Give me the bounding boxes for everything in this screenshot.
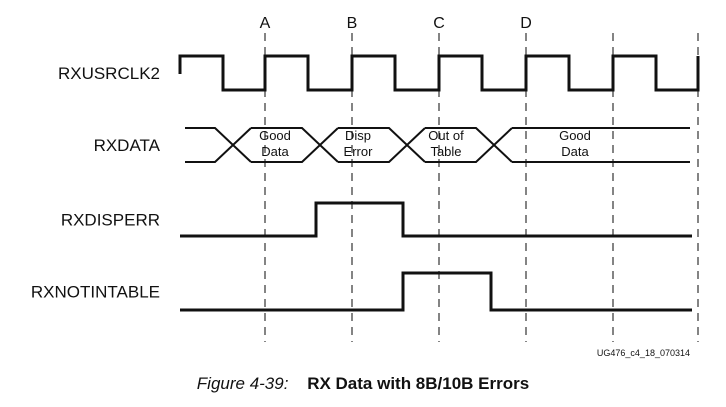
marker-a: A [260,15,271,32]
pulse-rxnotintable [180,271,692,312]
figure-caption: Figure 4-39: RX Data with 8B/10B Errors [0,374,726,394]
bus-segment-4 [512,127,690,163]
figure-id: UG476_c4_18_070314 [597,348,690,358]
pulse-rxdisperr [180,201,692,238]
clock-waveform [178,54,700,92]
bus-text-4-1: Good [559,128,591,143]
bus-segment-3 [425,127,513,163]
marker-labels: A B C D [260,15,532,32]
bus-text-3-1: Out of [428,128,464,143]
marker-d: D [520,15,532,32]
bus-text-2-2: Error [344,144,374,159]
bus-segment-2 [338,127,426,163]
bus-stub [185,127,252,163]
caption-title: RX Data with 8B/10B Errors [307,374,530,393]
bus-text-3-2: Table [430,144,461,159]
signal-label-rxnotintable: RXNOTINTABLE [31,283,160,302]
signal-label-rxdisperr: RXDISPERR [61,211,160,230]
signal-label-rxusrclk2: RXUSRCLK2 [58,64,160,83]
bus-text-1-2: Data [261,144,289,159]
guide-lines [264,33,699,342]
signal-label-rxdata: RXDATA [94,136,161,155]
bus-segment-1 [251,127,339,163]
bus-text-2-1: Disp [345,128,371,143]
bus-text-4-2: Data [561,144,589,159]
marker-b: B [347,15,358,32]
caption-number: Figure 4-39: [196,374,289,393]
bus-text-1-1: Good [259,128,291,143]
marker-c: C [433,15,445,32]
